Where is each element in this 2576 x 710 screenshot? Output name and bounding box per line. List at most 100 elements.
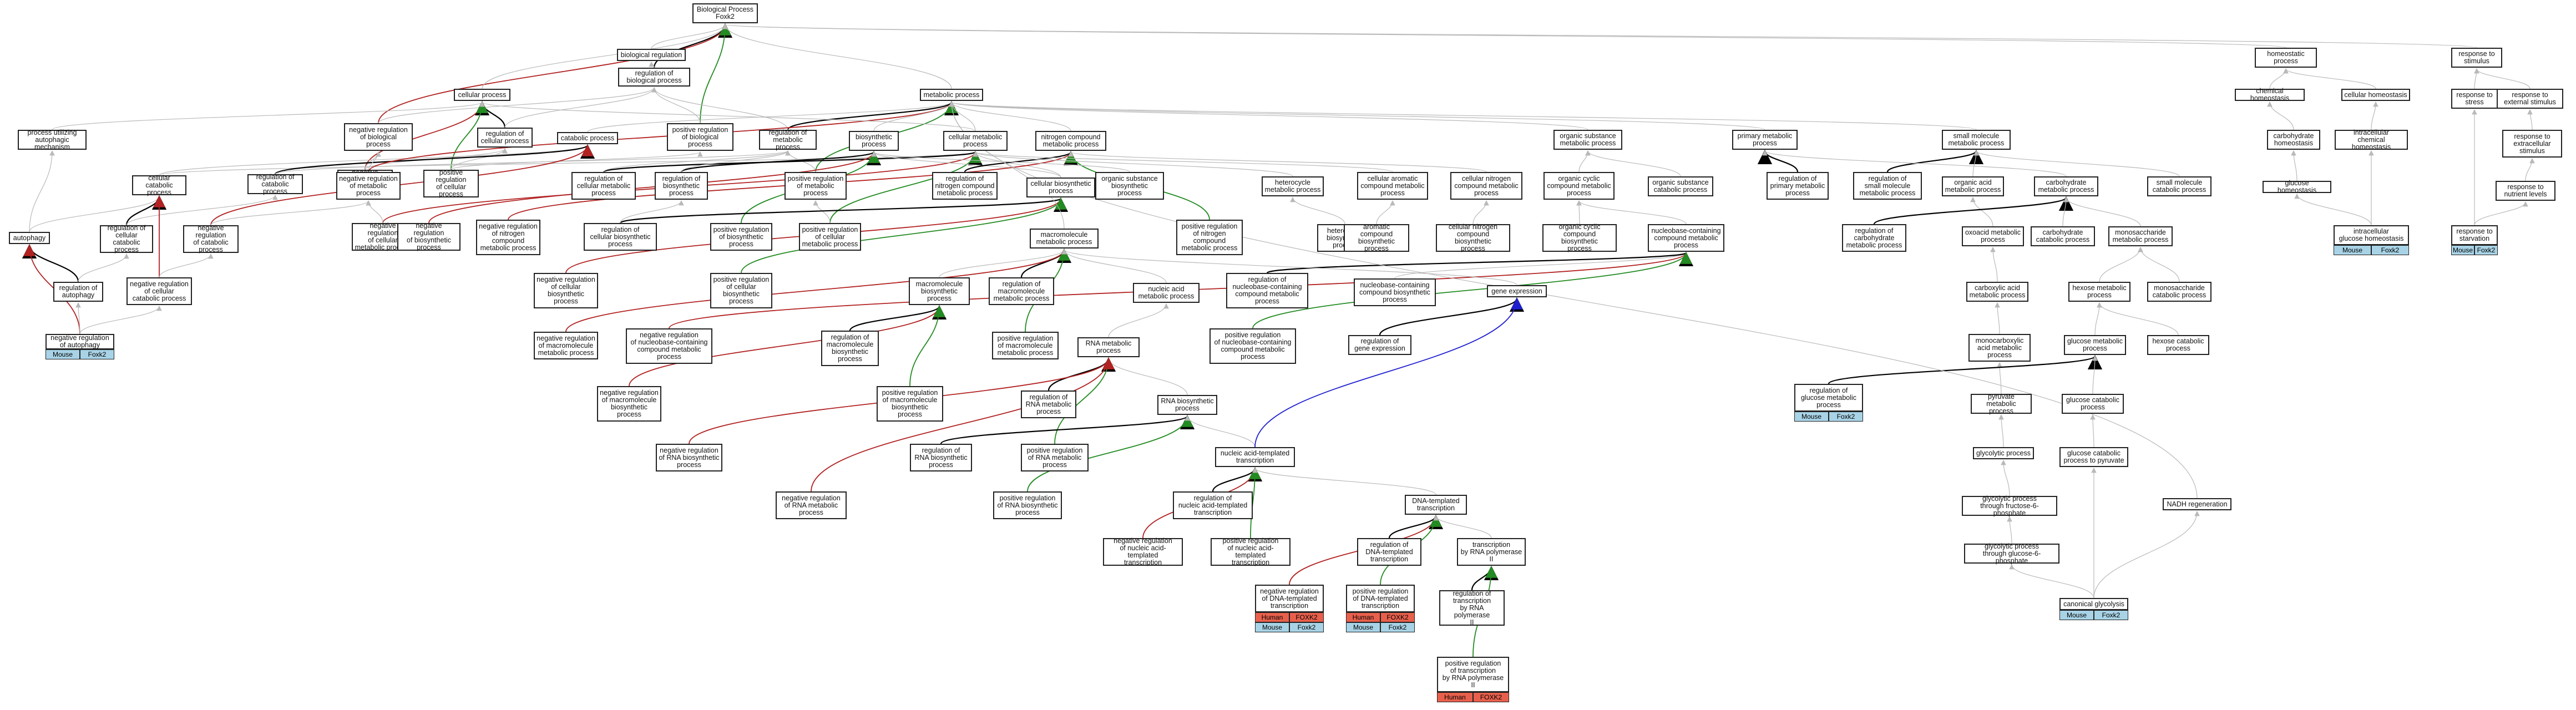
go-term-pos-reg-nucleobase[interactable]: positive regulation of nucleobase-contai… xyxy=(1209,328,1296,364)
go-term-monocarboxylic-acid-metabolic[interactable]: monocarboxylic acid metabolic process xyxy=(1968,334,2031,362)
go-term-reg-primary-metabolic[interactable]: regulation of primary metabolic process xyxy=(1767,172,1829,200)
go-term-hexose-catabolic[interactable]: hexose catabolic process xyxy=(2147,335,2209,355)
go-term-cellular-homeostasis[interactable]: cellular homeostasis xyxy=(2341,89,2410,101)
go-term-nitrogen-compound-metabolic[interactable]: nitrogen compound metabolic process xyxy=(1035,131,1106,151)
go-term-reg-macromolecule-biosynthetic[interactable]: regulation of macromolecule biosynthetic… xyxy=(821,331,879,366)
go-term-reg-cellular-catabolic[interactable]: regulation of cellular catabolic process xyxy=(100,225,153,253)
go-term-glycolytic-process[interactable]: glycolytic process xyxy=(1973,447,2034,459)
go-term-canonical-glycolysis[interactable]: canonical glycolysis xyxy=(2059,598,2128,610)
go-term-nucleobase-metabolic[interactable]: nucleobase-containing compound metabolic… xyxy=(1648,224,1724,252)
go-term-response-to-external-stimulus[interactable]: response to external stimulus xyxy=(2497,89,2563,109)
go-term-response-to-extracellular-stimulus[interactable]: response to extracellular stimulus xyxy=(2502,130,2562,158)
go-term-pos-reg-transcription-rna-pol-ii[interactable]: positive regulation of transcription by … xyxy=(1437,657,1509,692)
go-term-reg-gene-expression[interactable]: regulation of gene expression xyxy=(1348,335,1411,355)
go-term-organic-cyclic-biosynthetic[interactable]: organic cyclic compound biosynthetic pro… xyxy=(1542,224,1617,252)
go-term-pos-reg-biosynthetic[interactable]: positive regulation of biosynthetic proc… xyxy=(710,223,772,251)
go-term-cellular-biosynthetic[interactable]: cellular biosynthetic process xyxy=(1026,178,1095,197)
go-term-primary-metabolic[interactable]: primary metabolic process xyxy=(1732,130,1798,150)
go-term-glucose-catabolic[interactable]: glucose catabolic process xyxy=(2062,394,2124,414)
go-term-carbohydrate-metabolic[interactable]: carbohydrate metabolic process xyxy=(2034,176,2098,196)
go-term-neg-reg-nitrogen-compound[interactable]: negative regulation of nitrogen compound… xyxy=(476,220,540,255)
go-term-neg-reg-nucleobase[interactable]: negative regulation of nucleobase-contai… xyxy=(626,328,712,364)
go-term-pos-reg-dna-templated[interactable]: positive regulation of DNA-templated tra… xyxy=(1346,585,1415,612)
go-term-pos-reg-biological-process[interactable]: positive regulation of biological proces… xyxy=(667,123,733,151)
go-term-gene-expression[interactable]: gene expression xyxy=(1487,285,1547,297)
go-term-neg-reg-cellular-catabolic[interactable]: negative regulation of cellular cataboli… xyxy=(126,277,192,305)
go-term-pos-reg-cellular-metabolic[interactable]: positive regulation of cellular metaboli… xyxy=(799,223,861,251)
go-term-cellular-nitrogen-metabolic[interactable]: cellular nitrogen compound metabolic pro… xyxy=(1450,172,1522,200)
go-term-aromatic-biosynthetic[interactable]: aromatic compound biosynthetic process xyxy=(1344,224,1409,252)
go-term-pos-reg-rna-metabolic[interactable]: positive regulation of RNA metabolic pro… xyxy=(1021,444,1089,471)
go-term-carbohydrate-catabolic[interactable]: carbohydrate catabolic process xyxy=(2031,226,2095,246)
go-term-nucleic-acid-metabolic[interactable]: nucleic acid metabolic process xyxy=(1133,283,1200,303)
go-term-pos-reg-macromolecule-metabolic[interactable]: positive regulation of macromolecule met… xyxy=(992,332,1059,359)
go-term-reg-cellular-process[interactable]: regulation of cellular process xyxy=(477,128,533,148)
go-term-cellular-process[interactable]: cellular process xyxy=(454,89,510,101)
go-term-hexose-metabolic[interactable]: hexose metabolic process xyxy=(2068,282,2130,302)
go-term-reg-dna-templated[interactable]: regulation of DNA-templated transcriptio… xyxy=(1357,538,1421,566)
go-term-pos-reg-cellular-biosynthetic[interactable]: positive regulation of cellular biosynth… xyxy=(710,273,772,308)
go-term-neg-reg-rna-biosynthetic[interactable]: negative regulation of RNA biosynthetic … xyxy=(656,444,722,471)
go-term-cellular-aromatic-metabolic[interactable]: cellular aromatic compound metabolic pro… xyxy=(1357,172,1428,200)
go-term-glucose-catabolic-pyruvate[interactable]: glucose catabolic process to pyruvate xyxy=(2059,447,2128,467)
go-term-monosaccharide-metabolic[interactable]: monosaccharide metabolic process xyxy=(2108,226,2173,246)
go-term-reg-nucleobase[interactable]: regulation of nucleobase-containing comp… xyxy=(1226,273,1308,308)
go-term-nadh-regeneration[interactable]: NADH regeneration xyxy=(2163,498,2231,510)
go-term-reg-transcription-rna-pol-ii[interactable]: regulation of transcription by RNA polym… xyxy=(1439,590,1505,626)
go-term-nucleic-acid-templated-transcription[interactable]: nucleic acid-templated transcription xyxy=(1215,447,1295,467)
go-term-reg-carbohydrate-metabolic[interactable]: regulation of carbohydrate metabolic pro… xyxy=(1842,224,1906,252)
go-term-cellular-nitrogen-biosynthetic[interactable]: cellular nitrogen compound biosynthetic … xyxy=(1436,224,1510,252)
go-term-reg-glucose-metabolic[interactable]: regulation of glucose metabolic process xyxy=(1794,384,1863,412)
go-term-reg-biosynthetic[interactable]: regulation of biosynthetic process xyxy=(655,172,708,200)
go-term-neg-reg-biological-process[interactable]: negative regulation of biological proces… xyxy=(344,123,413,151)
go-term-organic-substance-biosynthetic[interactable]: organic substance biosynthetic process xyxy=(1095,172,1164,200)
go-term-homeostatic-process[interactable]: homeostatic process xyxy=(2255,48,2317,68)
go-term-biological-regulation[interactable]: biological regulation xyxy=(617,49,686,61)
go-term-pyruvate-metabolic[interactable]: pyruvate metabolic process xyxy=(1971,393,2032,414)
go-term-organic-substance-catabolic[interactable]: organic substance catabolic process xyxy=(1648,176,1713,196)
go-term-reg-metabolic-process[interactable]: regulation of metabolic process xyxy=(759,129,817,150)
go-term-reg-macromolecule-metabolic[interactable]: regulation of macromolecule metabolic pr… xyxy=(989,277,1054,305)
go-term-intracellular-glucose-homeostasis[interactable]: intracellular glucose homeostasis xyxy=(2334,225,2409,245)
go-term-reg-small-molecule-metabolic[interactable]: regulation of small molecule metabolic p… xyxy=(1853,172,1922,200)
go-term-small-molecule-metabolic[interactable]: small molecule metabolic process xyxy=(1942,130,2011,150)
go-term-neg-reg-biosynthetic[interactable]: negative regulation of biosynthetic proc… xyxy=(397,222,460,251)
go-term-nucleobase-biosynthetic[interactable]: nucleobase-containing compound biosynthe… xyxy=(1354,278,1436,306)
go-term-reg-rna-biosynthetic[interactable]: regulation of RNA biosynthetic process xyxy=(910,444,972,471)
go-term-reg-autophagy[interactable]: regulation of autophagy xyxy=(53,282,103,302)
go-term-neg-reg-rna-metabolic[interactable]: negative regulation of RNA metabolic pro… xyxy=(776,491,847,519)
go-term-organic-substance-metabolic[interactable]: organic substance metabolic process xyxy=(1553,130,1622,150)
go-term-neg-reg-dna-templated[interactable]: negative regulation of DNA-templated tra… xyxy=(1255,585,1324,612)
go-term-process-utilizing-autophagic[interactable]: process utilizing autophagic mechanism xyxy=(18,129,87,150)
go-term-response-to-stress[interactable]: response to stress xyxy=(2451,89,2498,109)
go-term-intracellular-chemical-homeostasis[interactable]: intracellular chemical homeostasis xyxy=(2335,129,2408,150)
go-term-dna-templated-transcription[interactable]: DNA-templated transcription xyxy=(1405,495,1467,515)
go-term-metabolic-process[interactable]: metabolic process xyxy=(920,89,983,101)
go-term-heterocycle-metabolic[interactable]: heterocycle metabolic process xyxy=(1262,176,1324,196)
go-term-neg-reg-autophagy[interactable]: negative regulation of autophagy xyxy=(45,334,114,349)
go-term-neg-reg-cellular-biosynthetic[interactable]: negative regulation of cellular biosynth… xyxy=(534,273,598,308)
go-term-monosaccharide-catabolic[interactable]: monosaccharide catabolic process xyxy=(2147,282,2211,302)
go-term-reg-nitrogen-compound[interactable]: regulation of nitrogen compound metaboli… xyxy=(932,172,998,200)
go-term-pos-reg-nitrogen-compound[interactable]: positive regulation of nitrogen compound… xyxy=(1176,220,1243,255)
go-term-carbohydrate-homeostasis[interactable]: carbohydrate homeostasis xyxy=(2267,130,2320,150)
go-term-glycolytic-g6p[interactable]: glycolytic process through glucose-6-pho… xyxy=(1964,542,2059,564)
go-term-glucose-homeostasis[interactable]: glucose homeostasis xyxy=(2263,180,2331,194)
go-term-reg-biological-process[interactable]: regulation of biological process xyxy=(618,68,690,87)
go-term-neg-reg-macromolecule-metabolic[interactable]: negative regulation of macromolecule met… xyxy=(534,332,598,359)
go-term-carboxylic-acid-metabolic[interactable]: carboxylic acid metabolic process xyxy=(1966,282,2028,302)
go-term-response-to-starvation[interactable]: response to starvation xyxy=(2451,225,2498,245)
go-term-autophagy[interactable]: autophagy xyxy=(9,232,50,244)
go-term-cellular-catabolic-process[interactable]: cellular catabolic process xyxy=(132,174,186,196)
go-term-neg-reg-macromolecule-biosynthetic[interactable]: negative regulation of macromolecule bio… xyxy=(597,386,661,422)
go-term-oxoacid-metabolic[interactable]: oxoacid metabolic process xyxy=(1962,226,2024,246)
go-term-neg-reg-nucleic-acid-templated[interactable]: negative regulation of nucleic acid-temp… xyxy=(1103,537,1183,566)
go-term-reg-cellular-metabolic[interactable]: regulation of cellular metabolic process xyxy=(571,172,636,200)
go-term-neg-reg-catabolic-process[interactable]: negative regulation of catabolic process xyxy=(183,225,239,253)
go-term-reg-cellular-biosynthetic[interactable]: regulation of cellular biosynthetic proc… xyxy=(584,223,657,251)
go-term-catabolic-process[interactable]: catabolic process xyxy=(557,132,618,144)
go-term-macromolecule-metabolic[interactable]: macromolecule metabolic process xyxy=(1030,229,1099,248)
go-term-macromolecule-biosynthetic[interactable]: macromolecule biosynthetic process xyxy=(909,277,970,305)
go-term-glycolytic-f6p[interactable]: glycolytic process through fructose-6-ph… xyxy=(1962,495,2057,516)
go-term-neg-reg-metabolic-process[interactable]: negative regulation of metabolic process xyxy=(336,172,401,200)
